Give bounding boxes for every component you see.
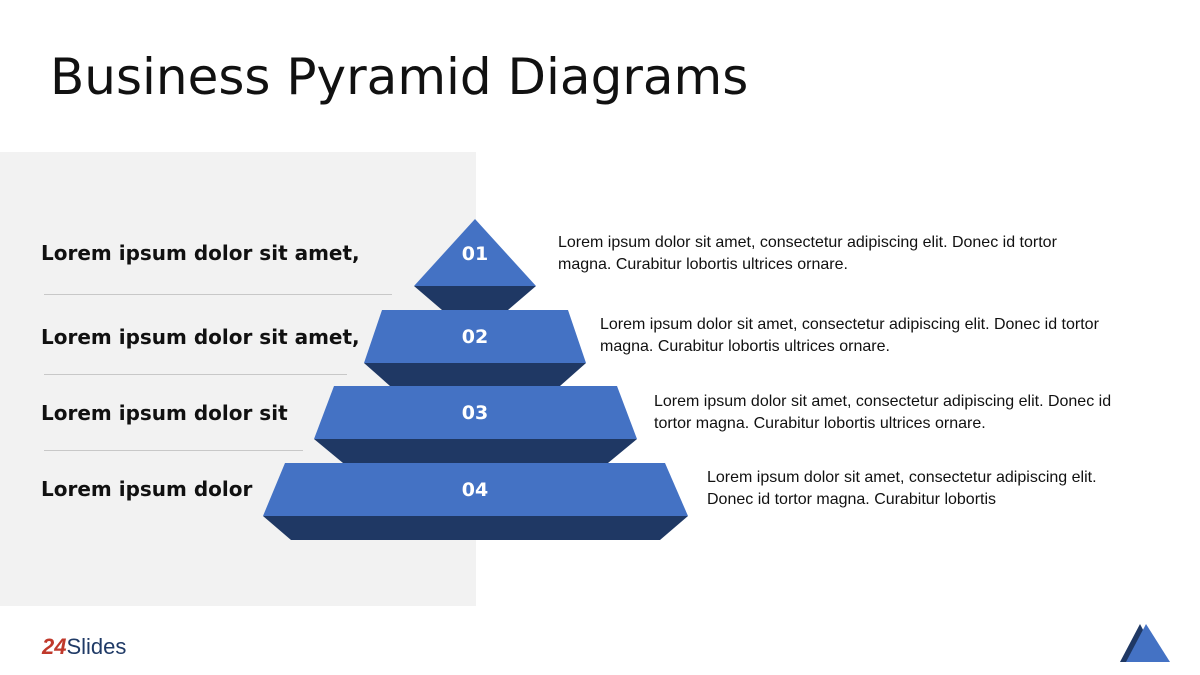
divider-2 (44, 374, 347, 375)
pyramid-icon (1120, 624, 1170, 662)
left-label-3: Lorem ipsum dolor sit (41, 401, 288, 425)
description-2-line-2: magna. Curabitur lobortis ultrices ornar… (600, 338, 890, 355)
description-2: Lorem ipsum dolor sit amet, consectetur … (600, 314, 1099, 358)
pyramid-level-1-number: 01 (462, 243, 488, 265)
description-4-line-2: Donec id tortor magna. Curabitur loborti… (707, 491, 997, 508)
left-label-1: Lorem ipsum dolor sit amet, (41, 241, 360, 265)
divider-3 (44, 450, 303, 451)
pyramid-level-2-face (364, 310, 586, 363)
slide-title: Business Pyramid Diagrams (50, 48, 749, 106)
pyramid-level-2-number: 02 (462, 326, 488, 348)
logo-24slides: 24Slides (42, 634, 126, 660)
description-2-line-1: Lorem ipsum dolor sit amet, consectetur … (600, 316, 1099, 333)
pyramid-level-1-shadow (414, 286, 536, 310)
description-1: Lorem ipsum dolor sit amet, consectetur … (558, 232, 1057, 276)
pyramid-level-4-face (263, 463, 688, 516)
logo-word: Slides (66, 634, 127, 659)
description-3-line-2: tortor magna. Curabitur lobortis ultrice… (654, 415, 986, 432)
pyramid-level-3-shadow (314, 439, 637, 463)
description-4: Lorem ipsum dolor sit amet, consectetur … (707, 467, 1097, 511)
description-4-line-1: Lorem ipsum dolor sit amet, consectetur … (707, 469, 1097, 486)
description-1-line-1: Lorem ipsum dolor sit amet, consectetur … (558, 234, 1057, 251)
pyramid-level-1-face (414, 219, 536, 286)
logo-number: 24 (42, 634, 67, 659)
left-label-4: Lorem ipsum dolor (41, 477, 253, 501)
divider-1 (44, 294, 392, 295)
pyramid-level-2-shadow (364, 363, 586, 386)
pyramid-level-4-number: 04 (462, 479, 488, 501)
description-3: Lorem ipsum dolor sit amet, consectetur … (654, 391, 1111, 435)
description-1-line-2: magna. Curabitur lobortis ultrices ornar… (558, 256, 848, 273)
description-3-line-1: Lorem ipsum dolor sit amet, consectetur … (654, 393, 1112, 410)
pyramid-level-3-number: 03 (462, 402, 488, 424)
pyramid-level-3-face (314, 386, 637, 439)
pyramid-level-4-shadow (263, 516, 688, 540)
left-label-2: Lorem ipsum dolor sit amet, (41, 325, 360, 349)
